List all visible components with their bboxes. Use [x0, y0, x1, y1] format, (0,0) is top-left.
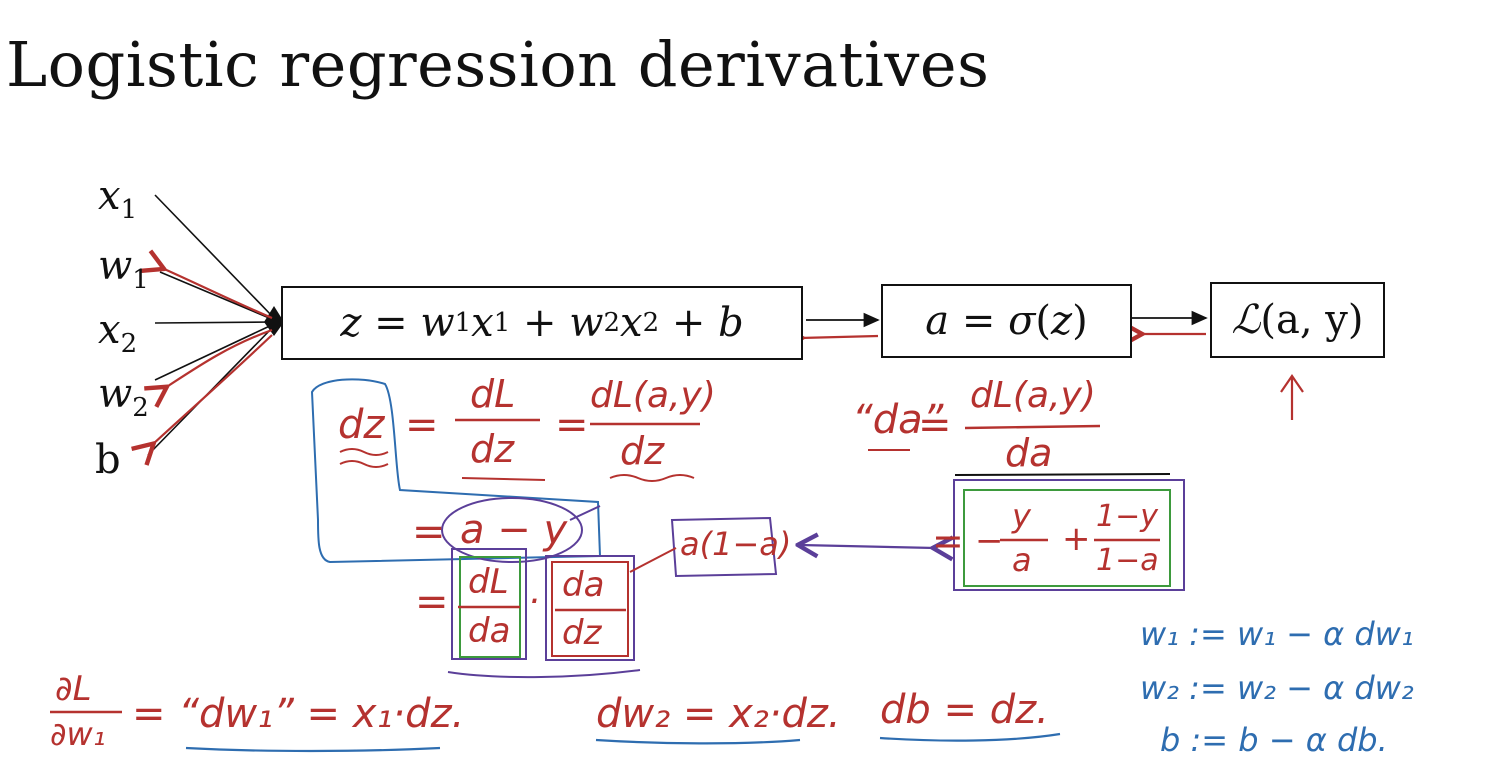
- backprop-to-inputs: [152, 268, 273, 445]
- loss-args: (a, y): [1260, 297, 1364, 343]
- dLay-numerator: dL(a,y): [590, 375, 716, 416]
- da-denominator: da: [1005, 431, 1053, 475]
- dL-numerator: dL: [470, 372, 516, 416]
- a-minus-y-tick: [569, 505, 601, 521]
- chain-dL: dL: [468, 562, 509, 602]
- dz-denominator-2: dz: [620, 429, 665, 473]
- x1-label: x: [98, 173, 121, 219]
- chain-da-num: da: [562, 565, 605, 605]
- update-w2: w₂ := w₂ − α dw₂: [1140, 669, 1414, 707]
- partial-L: ∂L: [55, 669, 92, 709]
- fraction-bars: [50, 418, 1160, 714]
- loss-box: ℒ(a, y): [1210, 282, 1385, 358]
- eq-4: =: [412, 509, 446, 555]
- input-x2: x2: [98, 310, 137, 357]
- a-close-paren: ): [1072, 298, 1088, 344]
- sum-node: [264, 306, 284, 336]
- da-result-green-box: [963, 489, 1171, 587]
- z-w1-sub: 1: [454, 308, 472, 338]
- input-connectors: [147, 194, 275, 456]
- page-title: Logistic regression derivatives: [6, 28, 990, 101]
- input-x1: x1: [98, 176, 137, 223]
- a-var: a: [925, 298, 950, 344]
- x2-label: x: [98, 307, 121, 353]
- update-w1: w₁ := w₁ − α dw₁: [1140, 615, 1414, 653]
- z-x1: x: [471, 300, 494, 346]
- dL-da-purple-box: [451, 548, 527, 660]
- a-box: a = σ(z): [881, 284, 1132, 358]
- y-over-a-den: a: [1012, 541, 1032, 579]
- da-denominator-underline: [954, 473, 1171, 476]
- input-b: b: [95, 437, 121, 483]
- dz-denominator: dz: [470, 427, 515, 471]
- w1-label: w: [98, 243, 133, 289]
- red-underlines: [339, 448, 910, 482]
- z-plus2: +: [659, 300, 719, 346]
- sigma-symbol: σ: [1008, 298, 1036, 344]
- blue-underlines: [185, 732, 1061, 753]
- x2-sub: 2: [120, 329, 138, 359]
- eq-1: =: [405, 402, 439, 448]
- z-w1: w: [420, 300, 455, 346]
- loss-symbol: ℒ: [1231, 297, 1261, 343]
- eq-3: =: [918, 402, 952, 448]
- z-plus1: +: [510, 300, 570, 346]
- da-quote-label: “da”: [852, 397, 944, 443]
- z-x2-sub: 2: [642, 308, 660, 338]
- z-var: z: [340, 300, 362, 346]
- a-one-minus-a-box: [670, 516, 778, 578]
- w2-sub: 2: [132, 393, 149, 423]
- x1-sub: 1: [120, 195, 138, 225]
- input-w2: w2: [98, 374, 149, 421]
- chain-da: da: [468, 611, 511, 651]
- backprop-a-to-z: [800, 336, 879, 338]
- input-w1: w1: [98, 246, 149, 293]
- update-b: b := b − α db.: [1160, 721, 1388, 759]
- y-over-a-num: y: [1012, 497, 1031, 535]
- dw2-equation: dw₂ = x₂·dz.: [596, 691, 841, 737]
- da-result-purple-box: [953, 479, 1185, 591]
- a-minus-y-oval: [441, 497, 583, 563]
- z-b: b: [718, 300, 744, 346]
- a-one-minus-a: a(1−a): [680, 525, 792, 563]
- chain-dot: ·: [528, 581, 540, 622]
- a-open-paren: (: [1035, 298, 1052, 344]
- chain-dz-den: dz: [562, 613, 602, 653]
- dz-region-outline: [310, 378, 602, 564]
- da-dz-link: [629, 547, 677, 573]
- dLay-numerator-2: dL(a,y): [970, 375, 1096, 416]
- eq-5: =: [415, 579, 449, 625]
- a-z: z: [1051, 298, 1073, 344]
- backprop-start-arrow: [1280, 374, 1304, 420]
- w2-label: w: [98, 371, 133, 417]
- plus-sign: +: [1062, 519, 1091, 559]
- a-eq: =: [949, 298, 1009, 344]
- partial-w1: ∂w₁: [50, 715, 106, 753]
- w1-sub: 1: [132, 265, 149, 295]
- neg-sign: −: [975, 521, 1004, 561]
- z-x1-sub: 1: [493, 308, 511, 338]
- double-arrow: [800, 545, 935, 548]
- eq-6: =: [932, 519, 964, 563]
- db-equation: db = dz.: [880, 687, 1049, 733]
- z-w2-sub: 2: [603, 308, 620, 338]
- dz-label: dz: [338, 402, 385, 448]
- z-w2: w: [569, 300, 604, 346]
- da-dz-purple-box: [545, 555, 635, 661]
- z-eq: =: [361, 300, 421, 346]
- z-x2: x: [620, 300, 643, 346]
- one-minus-a: 1−a: [1096, 543, 1159, 578]
- a-minus-y: a − y: [460, 507, 568, 553]
- dw1-equation: = “dw₁” = x₁·dz.: [132, 691, 465, 737]
- chain-underline: [447, 669, 641, 679]
- da-dz-red-box: [551, 561, 629, 657]
- eq-2: =: [555, 402, 589, 448]
- one-minus-y: 1−y: [1096, 499, 1158, 534]
